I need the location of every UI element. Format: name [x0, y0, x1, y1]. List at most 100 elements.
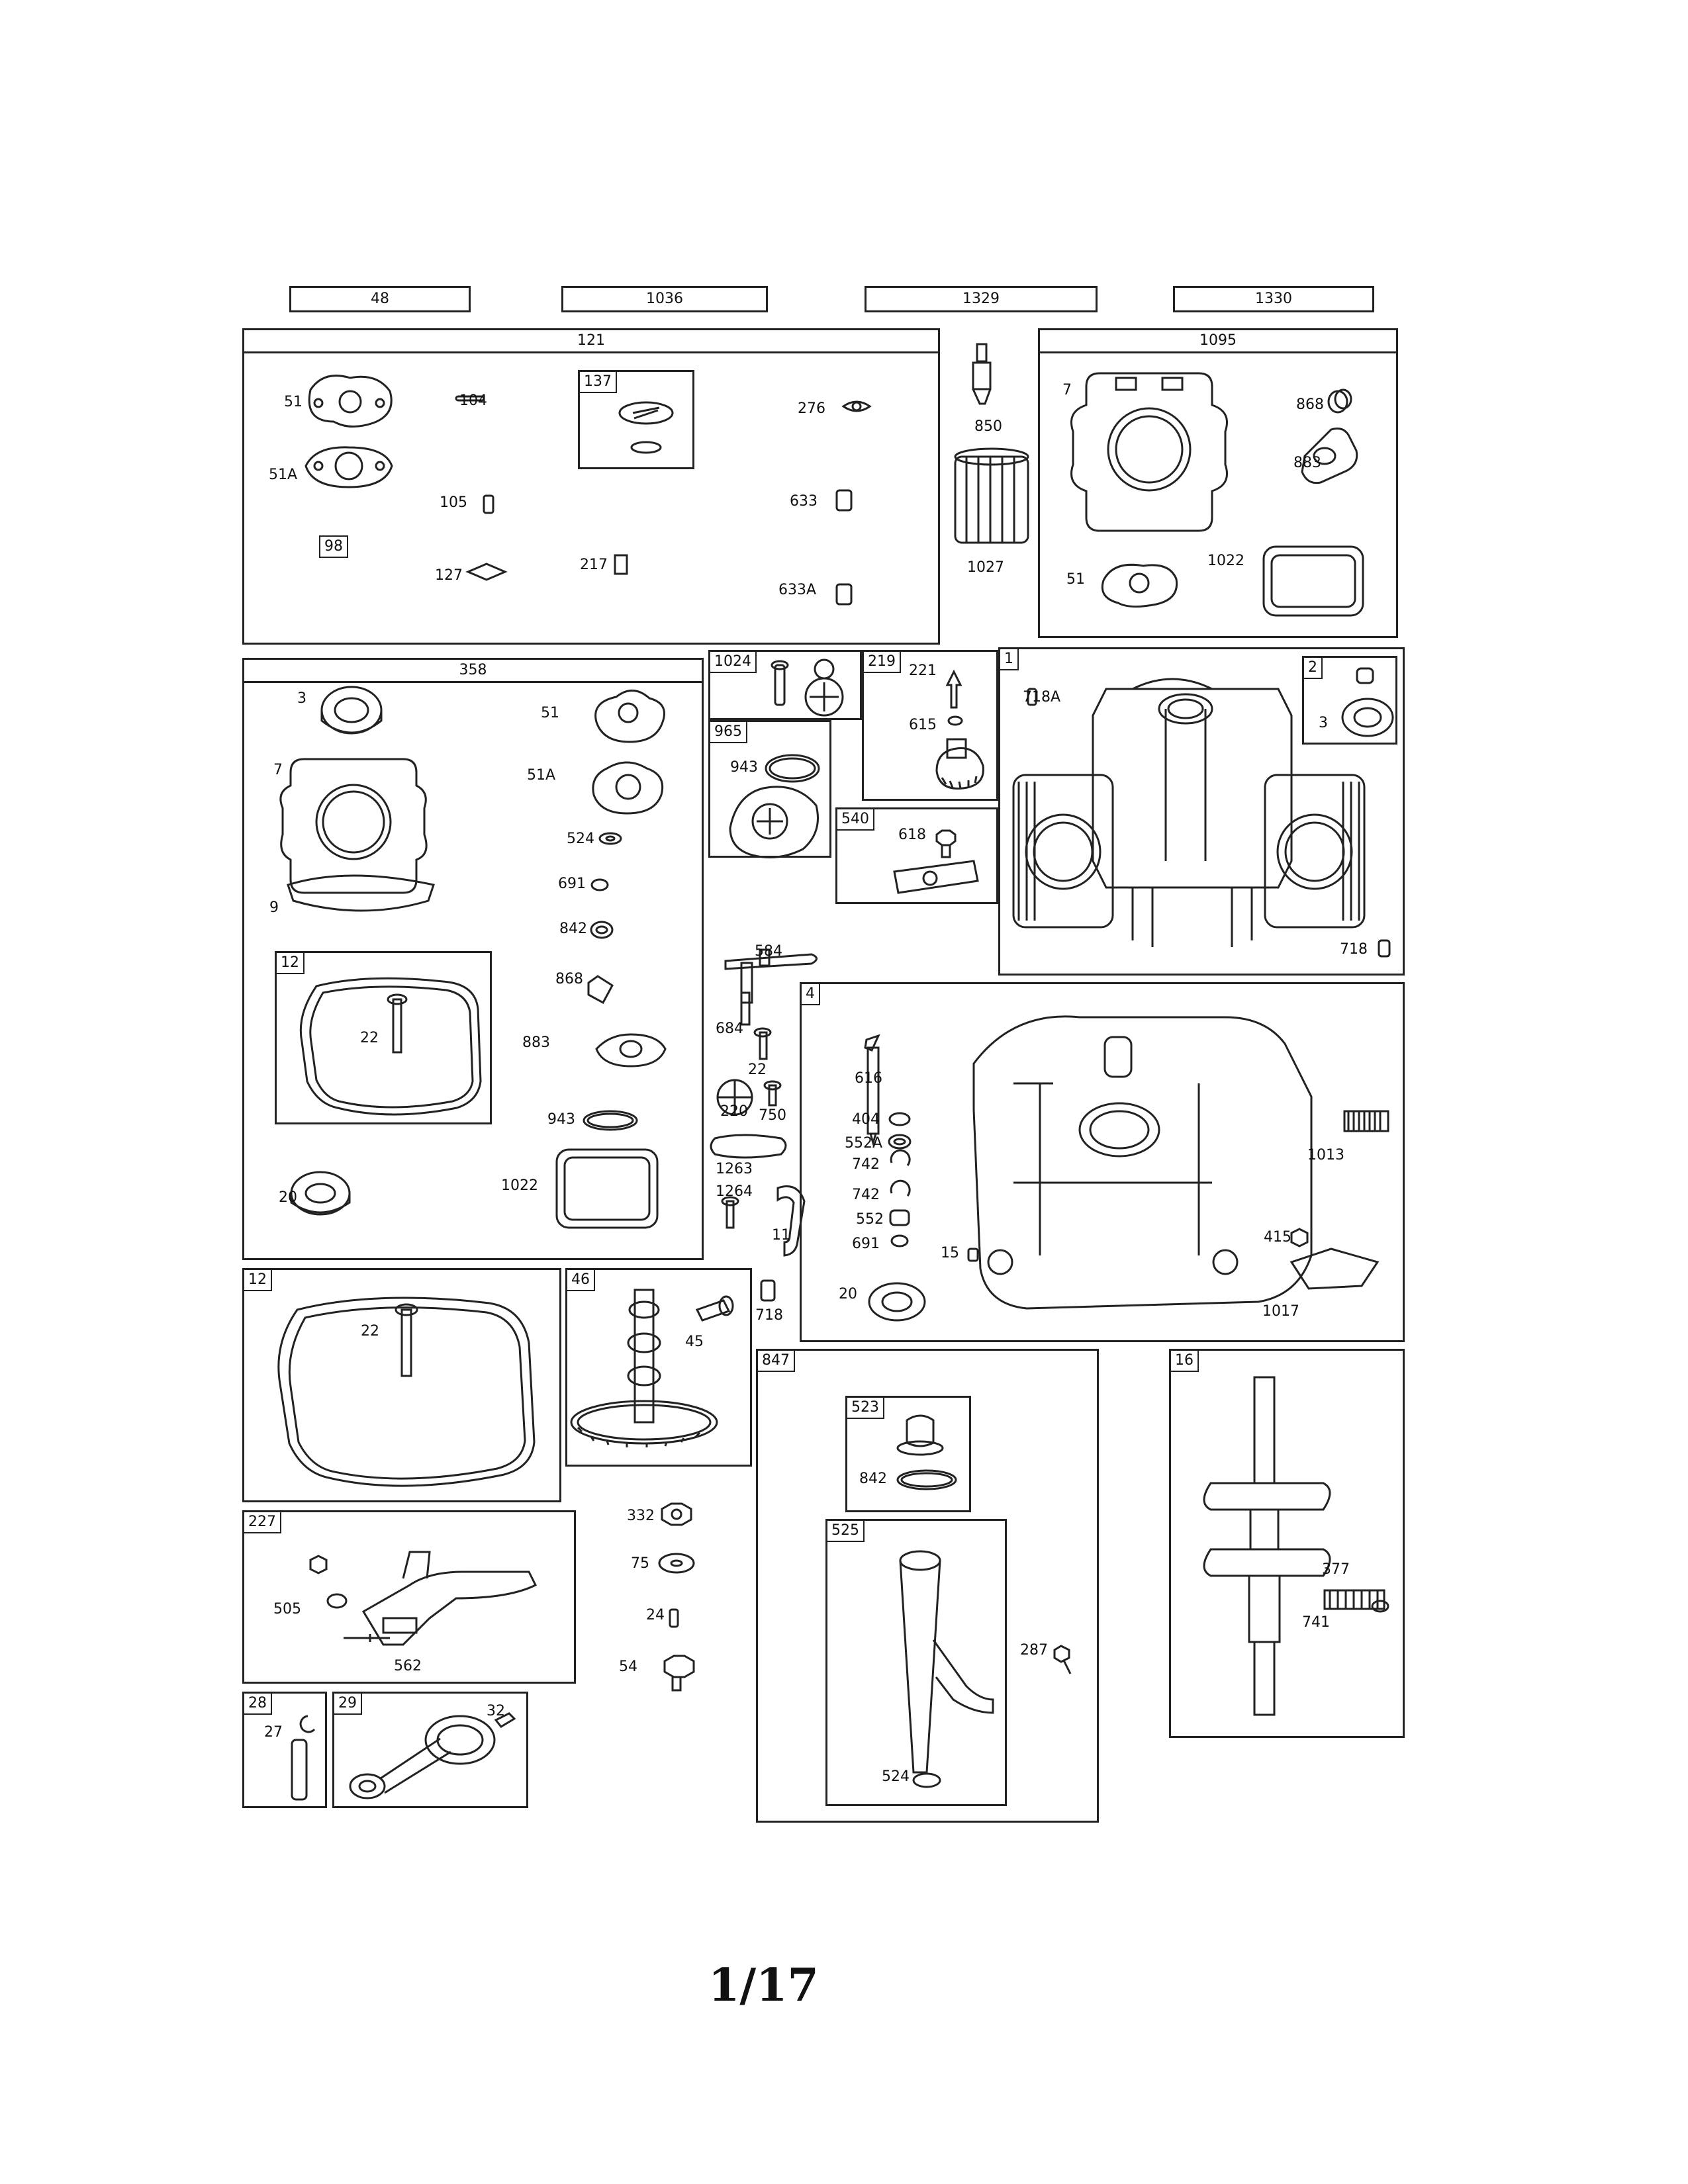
- part-label: 1017: [1262, 1303, 1299, 1320]
- part-label: 51A: [269, 467, 298, 483]
- seal-kit-illustration: [618, 401, 674, 454]
- part-label: 842: [559, 921, 587, 937]
- part-label: 584: [755, 943, 782, 960]
- part-label: 741: [1302, 1614, 1330, 1631]
- part-label: 20: [279, 1189, 297, 1206]
- piston-pin-box-28: 28 27: [242, 1692, 327, 1808]
- part-label: 552A: [845, 1135, 883, 1152]
- box-title: 121: [244, 330, 938, 353]
- governor-gear-illustration: [935, 669, 984, 790]
- oil-seal-illustration: [1341, 667, 1394, 737]
- governor-linkage-box-227: 227 505 562: [242, 1510, 576, 1684]
- dipstick-cap-illustration: [896, 1414, 957, 1490]
- sub-kit-number: 12: [243, 1269, 272, 1291]
- seal-box-2: 2 3: [1302, 656, 1397, 745]
- part-label: 1022: [1207, 553, 1244, 569]
- dipstick-tube-box-525: 525 524: [825, 1519, 1007, 1806]
- sub-kit-number: 227: [243, 1511, 281, 1533]
- part-label: 404: [852, 1111, 880, 1128]
- dipstick-box-847: 847 523 842 525 524 287: [756, 1349, 1099, 1823]
- part-label: 51: [541, 705, 559, 721]
- crankcase-box-4: 4 616 404 552A 742 742 552 691 15 20 101…: [800, 982, 1405, 1342]
- box-title: 358: [244, 660, 702, 683]
- part-label: 943: [547, 1111, 575, 1128]
- part-label: 883: [522, 1034, 550, 1051]
- screw-287-illustration: [1053, 1645, 1072, 1674]
- crankcase-gasket-illustration: [299, 977, 482, 1116]
- part-label: 75: [631, 1555, 649, 1572]
- part-label: 750: [759, 1107, 786, 1124]
- part-label: 615: [909, 717, 937, 733]
- part-label: 1013: [1307, 1147, 1344, 1163]
- page-number: 1/17: [708, 1959, 819, 2012]
- sub-kit-number: 137: [579, 371, 617, 393]
- gasket-seal-set-illustration: [279, 686, 667, 1229]
- crankcase-gasket-illustration: [277, 1297, 536, 1487]
- part-label: 684: [716, 1021, 743, 1037]
- sub-kit-number: 525: [826, 1520, 865, 1542]
- part-label: 742: [852, 1156, 880, 1173]
- part-label: 616: [855, 1070, 882, 1087]
- gasket-set-box-1095: 1095 7 868 883 51 1022: [1038, 328, 1398, 638]
- part-label: 22: [748, 1062, 767, 1078]
- part-label: 51A: [527, 767, 556, 784]
- part-label: 221: [909, 662, 937, 679]
- part-label: 27: [264, 1724, 283, 1741]
- kit-label-48: 48: [289, 286, 471, 312]
- part-label: 850: [974, 418, 1002, 435]
- part-label: 524: [882, 1768, 910, 1785]
- part-label: 842: [859, 1471, 887, 1487]
- part-label: 377: [1322, 1561, 1350, 1578]
- sub-kit-number: 46: [566, 1269, 595, 1291]
- camshaft-box-46: 46 45: [565, 1268, 752, 1467]
- cylinder-box-1: 1 718A 718 2 3: [998, 647, 1405, 976]
- sub-kit-box-137: 137: [578, 370, 694, 469]
- part-label: 45: [685, 1334, 704, 1350]
- part-label: 868: [1296, 396, 1324, 413]
- part-label: 3: [297, 690, 306, 707]
- sub-kit-number: 2: [1303, 657, 1323, 679]
- sub-kit-number: 1024: [709, 651, 757, 673]
- part-label: 524: [567, 831, 594, 847]
- part-label: 691: [852, 1236, 880, 1252]
- crankshaft-illustration: [1203, 1376, 1389, 1716]
- part-label: 552: [856, 1211, 884, 1228]
- part-label: 7: [1062, 382, 1072, 398]
- breather-illustration: [893, 829, 979, 894]
- part-label: 287: [1020, 1642, 1048, 1659]
- governor-linkage-illustration: [309, 1551, 538, 1646]
- gasket-box-12: 12 22: [242, 1268, 561, 1502]
- gasket-set-box-358: 358 3 51 7 51A 524 9 691 842 868 883 943…: [242, 658, 704, 1260]
- sub-kit-box-12: 12 22: [275, 951, 492, 1124]
- part-label: 15: [941, 1245, 959, 1261]
- sub-kit-number: 523: [846, 1396, 884, 1419]
- sub-kit-number: 12: [275, 952, 305, 974]
- sub-kit-number: 28: [243, 1692, 272, 1715]
- kit-label-1036: 1036: [561, 286, 768, 312]
- piston-pin-illustration: [291, 1715, 316, 1801]
- gasket-set-illustration: [305, 375, 872, 606]
- part-label: 54: [619, 1659, 637, 1675]
- part-label: 1022: [501, 1177, 538, 1194]
- sub-kit-number: 29: [333, 1692, 362, 1715]
- part-label: 22: [361, 1323, 379, 1340]
- part-label: 1263: [716, 1161, 753, 1177]
- part-label: 127: [435, 567, 463, 584]
- connecting-rod-illustration: [349, 1712, 516, 1799]
- part-label: 618: [898, 827, 926, 843]
- gasket-set-box-121: 121 51 104 51A 105 98 127 217 276 633 63…: [242, 328, 940, 645]
- part-label: 1027: [967, 559, 1004, 576]
- sub-kit-number: 16: [1170, 1349, 1199, 1372]
- sub-kit-number: 540: [836, 808, 874, 831]
- sub-kit-number: 4: [800, 983, 820, 1005]
- part-label: 24: [646, 1607, 665, 1623]
- part-label: 633: [790, 493, 818, 510]
- part-label: 505: [273, 1601, 301, 1617]
- sub-kit-number: 219: [863, 651, 901, 673]
- dipstick-tube-illustration: [899, 1550, 994, 1788]
- sub-kit-number: 98: [319, 535, 348, 558]
- part-label: 217: [580, 557, 608, 573]
- part-label: 276: [798, 400, 825, 417]
- part-label: 718: [755, 1307, 783, 1324]
- part-label: 718A: [1023, 689, 1061, 705]
